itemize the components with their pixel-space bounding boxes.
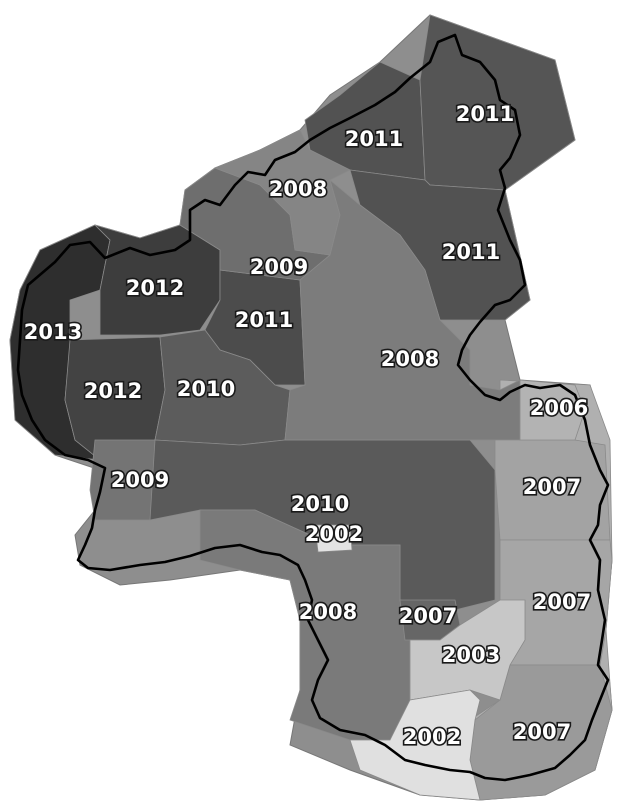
label-2011-north-west: 2011 bbox=[345, 127, 403, 151]
label-2011-east: 2011 bbox=[442, 240, 500, 264]
label-2012-south: 2012 bbox=[84, 379, 142, 403]
label-2007-small: 2007 bbox=[399, 604, 457, 628]
label-2008-south: 2008 bbox=[299, 600, 357, 624]
label-2009-north: 2009 bbox=[250, 255, 308, 279]
label-2002-central: 2002 bbox=[305, 522, 363, 546]
label-2009-south: 2009 bbox=[111, 468, 169, 492]
region-2003 bbox=[409, 599, 526, 701]
region-2009-south bbox=[89, 439, 156, 521]
label-2010-central: 2010 bbox=[291, 492, 349, 516]
region-2006 bbox=[519, 379, 586, 441]
label-2006: 2006 bbox=[530, 396, 588, 420]
label-2012-north: 2012 bbox=[126, 276, 184, 300]
label-2011-north-east: 2011 bbox=[456, 102, 514, 126]
label-2008-central: 2008 bbox=[381, 347, 439, 371]
label-2007-upper: 2007 bbox=[523, 475, 581, 499]
label-2010-west: 2010 bbox=[177, 377, 235, 401]
label-2003: 2003 bbox=[442, 643, 500, 667]
label-2007-lower: 2007 bbox=[513, 720, 571, 744]
label-2007-middle: 2007 bbox=[533, 590, 591, 614]
state-boundary bbox=[16, 33, 610, 782]
label-2011-central: 2011 bbox=[235, 308, 293, 332]
label-2013: 2013 bbox=[24, 320, 82, 344]
label-2008-north: 2008 bbox=[269, 177, 327, 201]
region-2002-central bbox=[314, 524, 353, 553]
region-2002-south bbox=[349, 689, 481, 801]
label-2002-south: 2002 bbox=[403, 725, 461, 749]
region-2012-north bbox=[94, 224, 221, 336]
